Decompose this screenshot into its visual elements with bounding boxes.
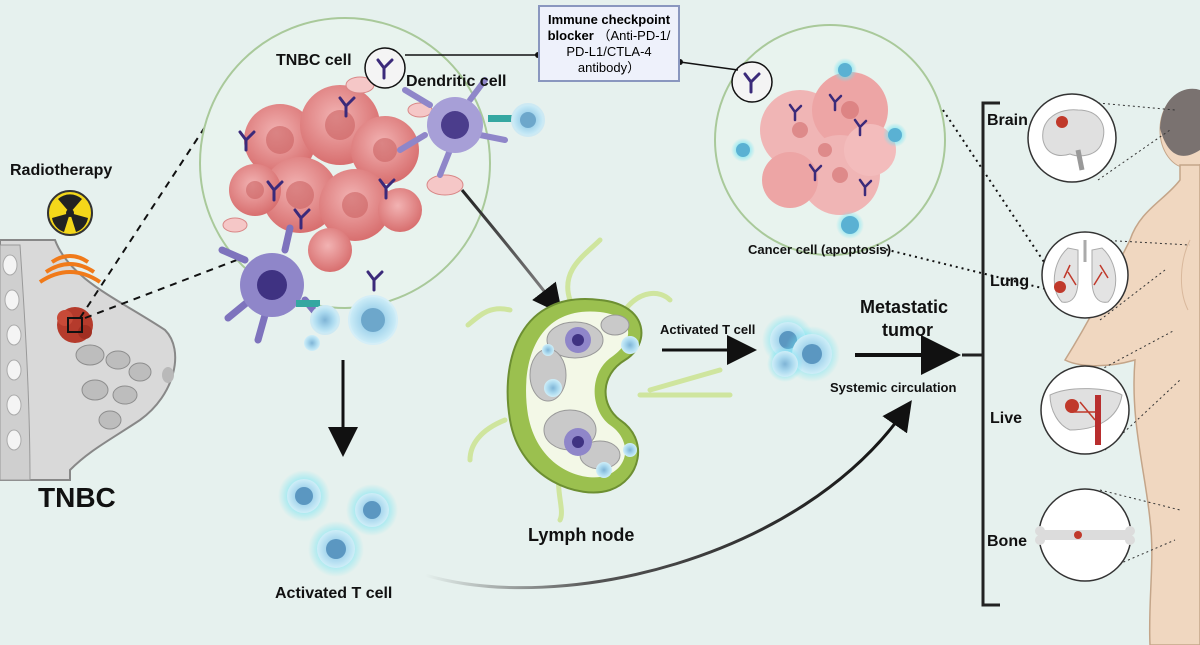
brain-label: Brain <box>987 112 1028 129</box>
tumor-mass <box>222 76 464 272</box>
checkpoint-detail: （Anti-PD-1/ PD-L1/CTLA-4 antibody） <box>566 28 671 75</box>
tnbc-cell-label: TNBC cell <box>276 52 352 69</box>
t-cell-main <box>348 295 398 345</box>
apoptotic-tumor <box>760 72 896 215</box>
tumor-in-breast <box>57 307 93 343</box>
glowing-t-cells-apoptosis <box>731 58 907 239</box>
liver-circle <box>1040 365 1130 455</box>
dendritic-cell-lower <box>218 224 340 351</box>
activated-t-cell-bottom-label: Activated T cell <box>275 585 393 602</box>
lymph-node-label: Lymph node <box>528 525 635 545</box>
activated-t-cells-bottom <box>278 470 398 577</box>
lung-label: Lung <box>990 273 1030 290</box>
antibody-callout-right <box>677 59 773 103</box>
cancer-cell-apoptosis-label: Cancer cell (apoptosis) <box>748 242 892 257</box>
lung-circle <box>1041 231 1129 319</box>
checkpoint-title: Immune checkpoint blocker <box>547 12 671 43</box>
tumor-label: tumor <box>882 320 933 340</box>
arrows <box>328 189 961 590</box>
activated-t-cells-node <box>762 314 840 382</box>
liver-label: Live <box>990 410 1023 427</box>
metastatic-label: Metastatic <box>860 297 949 317</box>
antibodies-main <box>238 96 396 292</box>
bone-circle <box>1035 488 1135 582</box>
human-body <box>1063 88 1200 645</box>
bone-label: Bone <box>987 533 1027 550</box>
dotted-connectors <box>879 109 1059 291</box>
systemic-circulation-label: Systemic circulation <box>830 380 957 395</box>
brain-circle <box>1027 93 1117 183</box>
radiation-icon <box>47 190 93 236</box>
dendritic-cell-label: Dendritic cell <box>406 73 507 90</box>
zoom-lines <box>79 126 243 319</box>
organ-dotted-leaders <box>1097 102 1191 571</box>
radiation-waves <box>38 254 102 284</box>
radiotherapy-label: Radiotherapy <box>10 162 113 179</box>
lymph-node <box>465 237 733 523</box>
activated-t-cell-node-label: Activated T cell <box>660 322 756 337</box>
organ-bracket <box>962 101 1000 607</box>
dendritic-cell-upper <box>397 77 545 178</box>
tnbc-label: TNBC <box>38 482 116 513</box>
immune-checkpoint-box: Immune checkpoint blocker （Anti-PD-1/ PD… <box>538 5 680 82</box>
breast-illustration <box>0 239 177 481</box>
